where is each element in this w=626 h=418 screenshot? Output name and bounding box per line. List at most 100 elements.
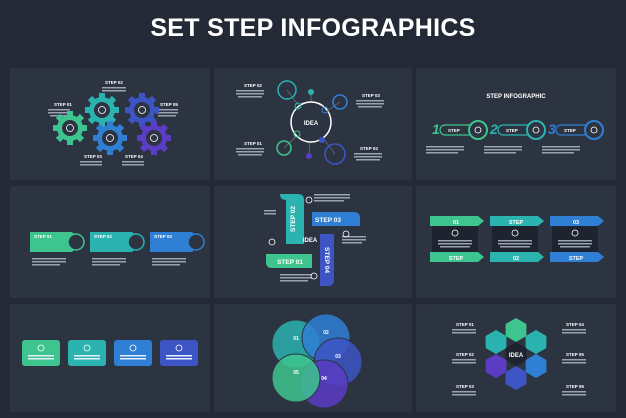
pinwheel-blade-step-02	[280, 194, 304, 244]
step-row-pill-label-1: STEP	[448, 128, 460, 133]
hexagon-step-label-6: STEP 06	[566, 384, 584, 389]
idea-hub-step-03-label: STEP 03	[362, 93, 380, 98]
step-row-icon-circle-3	[584, 120, 604, 140]
hexagon-step-4	[505, 366, 527, 390]
circle-step-number-3: 03	[335, 354, 341, 360]
idea-hub-step-01-label: STEP 01	[244, 141, 262, 146]
banner-top-label-1: 01	[453, 220, 459, 226]
gear-2	[85, 93, 119, 127]
box-step-2	[68, 340, 106, 366]
circle-step-number-5: 05	[293, 370, 299, 376]
banner-bottom-label-1: STEP	[449, 256, 464, 262]
hexagon-center-label: IDEA	[509, 353, 524, 359]
pinwheel-step-02-label: STEP 02	[290, 206, 297, 232]
banner-top-1	[430, 216, 484, 226]
idea-icon	[474, 126, 482, 134]
banner-bottom-2	[490, 252, 544, 262]
circles-graphic: 01 02 03 04 05	[271, 313, 363, 409]
banner-bottom-label-2: 02	[513, 256, 519, 262]
gear-icon	[532, 126, 540, 134]
pinwheel-step-03-label: STEP 03	[315, 217, 341, 224]
banner-top-label-3: 03	[573, 220, 579, 226]
gear-icon	[268, 238, 276, 246]
pinwheel-graphic: STEP 02 STEP 03 STEP 04 STEP 01 IDEA	[264, 194, 366, 286]
hexagon-step-5	[485, 354, 507, 378]
step-row-number-2: 2	[489, 121, 498, 137]
pinwheel-step-04-label: STEP 04	[323, 247, 330, 273]
gear-step-05-label: STEP 05	[160, 102, 178, 107]
idea-hub-step-03-circle	[332, 94, 348, 110]
step-row-number-3: 3	[548, 121, 556, 137]
box-step-3	[114, 340, 152, 366]
hexagon-step-label-5: STEP 05	[566, 352, 584, 357]
step-row-icon-circle-2	[526, 120, 546, 140]
arrow-step-label-3: STEP 03	[154, 234, 172, 239]
gear-4	[125, 93, 159, 127]
banner-bottom-1	[430, 252, 484, 262]
circle-step-5	[271, 353, 321, 403]
box-step-4	[160, 340, 198, 366]
step-row-number-1: 1	[432, 121, 440, 137]
panel-boxes	[10, 304, 210, 412]
circle-step-number-4: 04	[321, 376, 327, 382]
hexagon-step-label-1: STEP 01	[456, 322, 474, 327]
hexagon-step-1	[505, 318, 527, 342]
page-title: SET STEP INFOGRAPHICS	[150, 14, 476, 42]
hexagon-step-3	[525, 354, 547, 378]
step-row-pill-label-3: STEP	[564, 128, 576, 133]
panel-pinwheel: STEP 02 STEP 03 STEP 04 STEP 01 IDEA	[214, 186, 412, 298]
gear-5	[137, 121, 171, 155]
gear-step-01-label: STEP 01	[54, 102, 72, 107]
pinwheel-blade-step-01	[266, 254, 312, 268]
idea-hub-center-label: IDEA	[304, 121, 319, 127]
banner-top-label-2: STEP	[509, 220, 524, 226]
idea-hub-step-04-label: STEP 04	[360, 146, 378, 151]
panel-step-row: STEP INFOGRAPHIC 1 STEP 2 STEP 3 STEP	[416, 68, 616, 180]
gear-step-03-label: STEP 03	[84, 154, 102, 159]
idea-icon	[310, 272, 318, 280]
dollar-icon	[342, 230, 350, 238]
panel-gears: STEP 01 STEP 02 STEP 03 STEP 04 STEP 05	[10, 68, 210, 180]
gear-3	[93, 121, 127, 155]
idea-hub-step-04-circle	[324, 143, 346, 165]
circle-step-number-1: 01	[293, 336, 299, 342]
pinwheel-step-01-label: STEP 01	[277, 259, 303, 266]
box-step-1	[22, 340, 60, 366]
clock-icon	[305, 196, 313, 204]
gears-graphic: STEP 01 STEP 02 STEP 03 STEP 04 STEP 05	[48, 80, 178, 166]
hexagon-step-label-3: STEP 03	[456, 384, 474, 389]
idea-hub-step-02-label: STEP 02	[244, 83, 262, 88]
banner-bottom-label-3: STEP	[569, 256, 584, 262]
gear-step-04-label: STEP 04	[125, 154, 143, 159]
gear-1	[53, 111, 87, 145]
idea-hub-graphic: IDEA STEP 02 STEP 03 STEP 01 STEP 04	[236, 80, 384, 165]
banner-bottom-3	[550, 252, 604, 262]
panel-idea-hub: IDEA STEP 02 STEP 03 STEP 01 STEP 04	[214, 68, 412, 180]
banner-top-2	[490, 216, 544, 226]
arrow-step-label-1: STEP 01	[34, 234, 52, 239]
hexagon-step-6	[485, 330, 507, 354]
hexagon-step-label-4: STEP 04	[566, 322, 584, 327]
circle-step-number-2: 02	[323, 330, 329, 336]
hexagons-graphic: IDEA STEP 01 STEP 04 STEP 02 STEP 05 STEP 03 S…	[452, 318, 586, 396]
panel-hexagons: IDEA STEP 01 STEP 04 STEP 02 STEP 05 STEP 03 S…	[416, 304, 616, 412]
boxes-graphic	[22, 340, 198, 366]
pinwheel-blade-step-03	[312, 212, 360, 226]
idea-hub-center	[290, 101, 332, 143]
pinwheel-blade-step-04	[320, 234, 334, 286]
step-row-icon-circle-1	[468, 120, 488, 140]
gear-step-02-label: STEP 02	[105, 80, 123, 85]
hexagon-step-2	[525, 330, 547, 354]
hexagon-step-label-2: STEP 02	[456, 352, 474, 357]
dollar-icon	[590, 126, 598, 134]
hexagon-center	[505, 342, 527, 366]
step-row-pill-label-2: STEP	[506, 128, 518, 133]
banner-top-3	[550, 216, 604, 226]
idea-hub-step-01-circle	[276, 140, 292, 156]
step-row-heading: STEP INFOGRAPHIC	[486, 94, 546, 100]
panel-circles: 01 02 03 04 05	[214, 304, 412, 412]
idea-hub-step-02-circle	[277, 80, 297, 100]
